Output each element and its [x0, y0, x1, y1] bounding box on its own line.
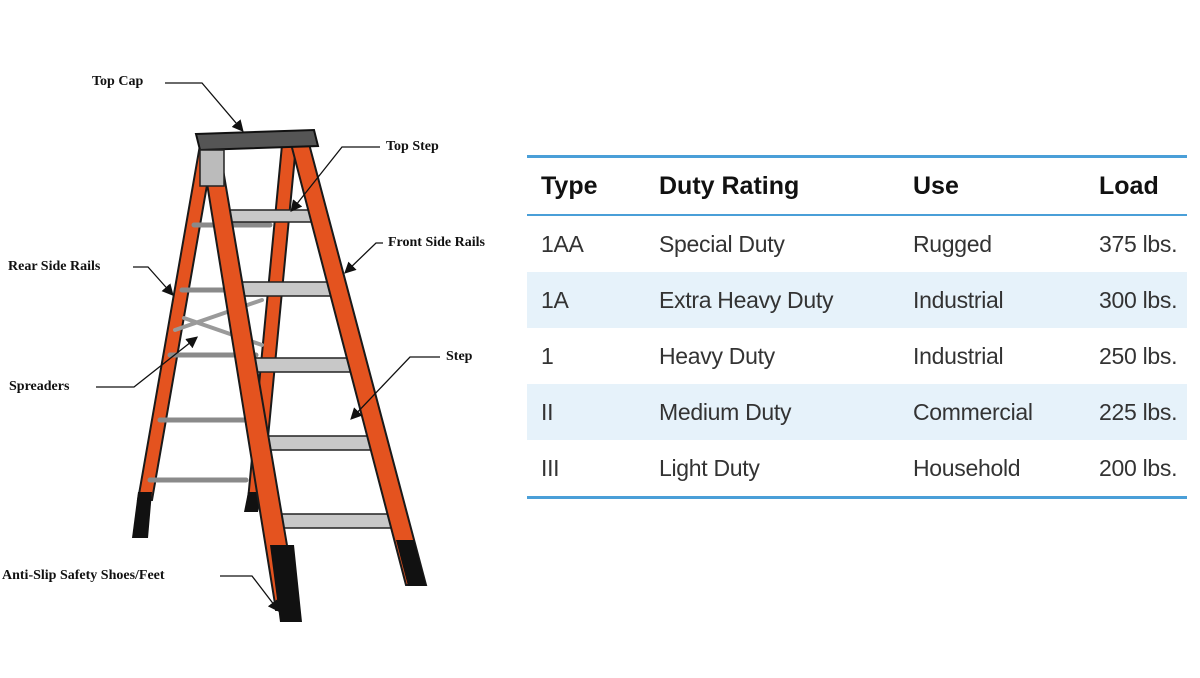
- cell-duty-rating: Medium Duty: [645, 384, 899, 440]
- cell-type: 1AA: [541, 230, 584, 257]
- cell-type: 1A: [527, 272, 645, 328]
- cell-load: 225 lbs.: [1085, 384, 1187, 440]
- label-feet: Anti-Slip Safety Shoes/Feet: [2, 568, 165, 583]
- label-top-cap: Top Cap: [92, 74, 144, 89]
- cell-load: 250 lbs.: [1099, 342, 1178, 369]
- header-load: Load: [1085, 156, 1187, 216]
- header-use: Use: [899, 156, 1085, 216]
- table-row: 1A Extra Heavy Duty Industrial 300 lbs.: [527, 272, 1187, 328]
- hinge-bracket: [199, 149, 225, 187]
- cell-type: 1: [541, 342, 554, 369]
- header-type: Type: [527, 156, 645, 216]
- label-step: Step: [446, 349, 473, 364]
- cell-use: Rugged: [913, 230, 992, 257]
- label-rear-side-rails: Rear Side Rails: [8, 259, 101, 274]
- table-row: 1AA Special Duty Rugged 375 lbs.: [527, 215, 1187, 272]
- ladder-duty-rating-table: Type Duty Rating Use Load 1AA Special Du…: [527, 155, 1187, 499]
- cell-type: III: [541, 454, 560, 481]
- table-row: III Light Duty Household 200 lbs.: [527, 440, 1187, 498]
- cell-duty-rating: Special Duty: [659, 230, 785, 257]
- cell-load: 375 lbs.: [1099, 230, 1178, 257]
- cell-load: 300 lbs.: [1085, 272, 1187, 328]
- label-front-side-rails: Front Side Rails: [388, 235, 485, 250]
- cell-use: Commercial: [899, 384, 1085, 440]
- top-cap: [194, 128, 320, 152]
- cell-load: 200 lbs.: [1099, 454, 1178, 481]
- cell-duty-rating: Extra Heavy Duty: [645, 272, 899, 328]
- ladder-illustration: [96, 82, 440, 622]
- cell-use: Industrial: [913, 342, 1004, 369]
- step-5: [274, 513, 404, 529]
- cell-use: Industrial: [899, 272, 1085, 328]
- table-row: II Medium Duty Commercial 225 lbs.: [527, 384, 1187, 440]
- cell-duty-rating: Heavy Duty: [659, 342, 775, 369]
- step-4: [260, 435, 386, 451]
- label-top-step: Top Step: [386, 139, 439, 154]
- cell-type: II: [527, 384, 645, 440]
- table-header-row: Type Duty Rating Use Load: [527, 156, 1187, 216]
- leader-lines: [96, 82, 440, 613]
- rear-foot-left: [132, 492, 152, 538]
- header-duty-rating: Duty Rating: [645, 156, 899, 216]
- cell-duty-rating: Light Duty: [659, 454, 760, 481]
- front-foot-right: [396, 540, 426, 586]
- label-spreaders: Spreaders: [9, 379, 70, 394]
- cell-use: Household: [913, 454, 1021, 481]
- ladder-diagram: Top Cap Top Step Front Side Rails Rear S…: [0, 0, 520, 673]
- table-row: 1 Heavy Duty Industrial 250 lbs.: [527, 328, 1187, 384]
